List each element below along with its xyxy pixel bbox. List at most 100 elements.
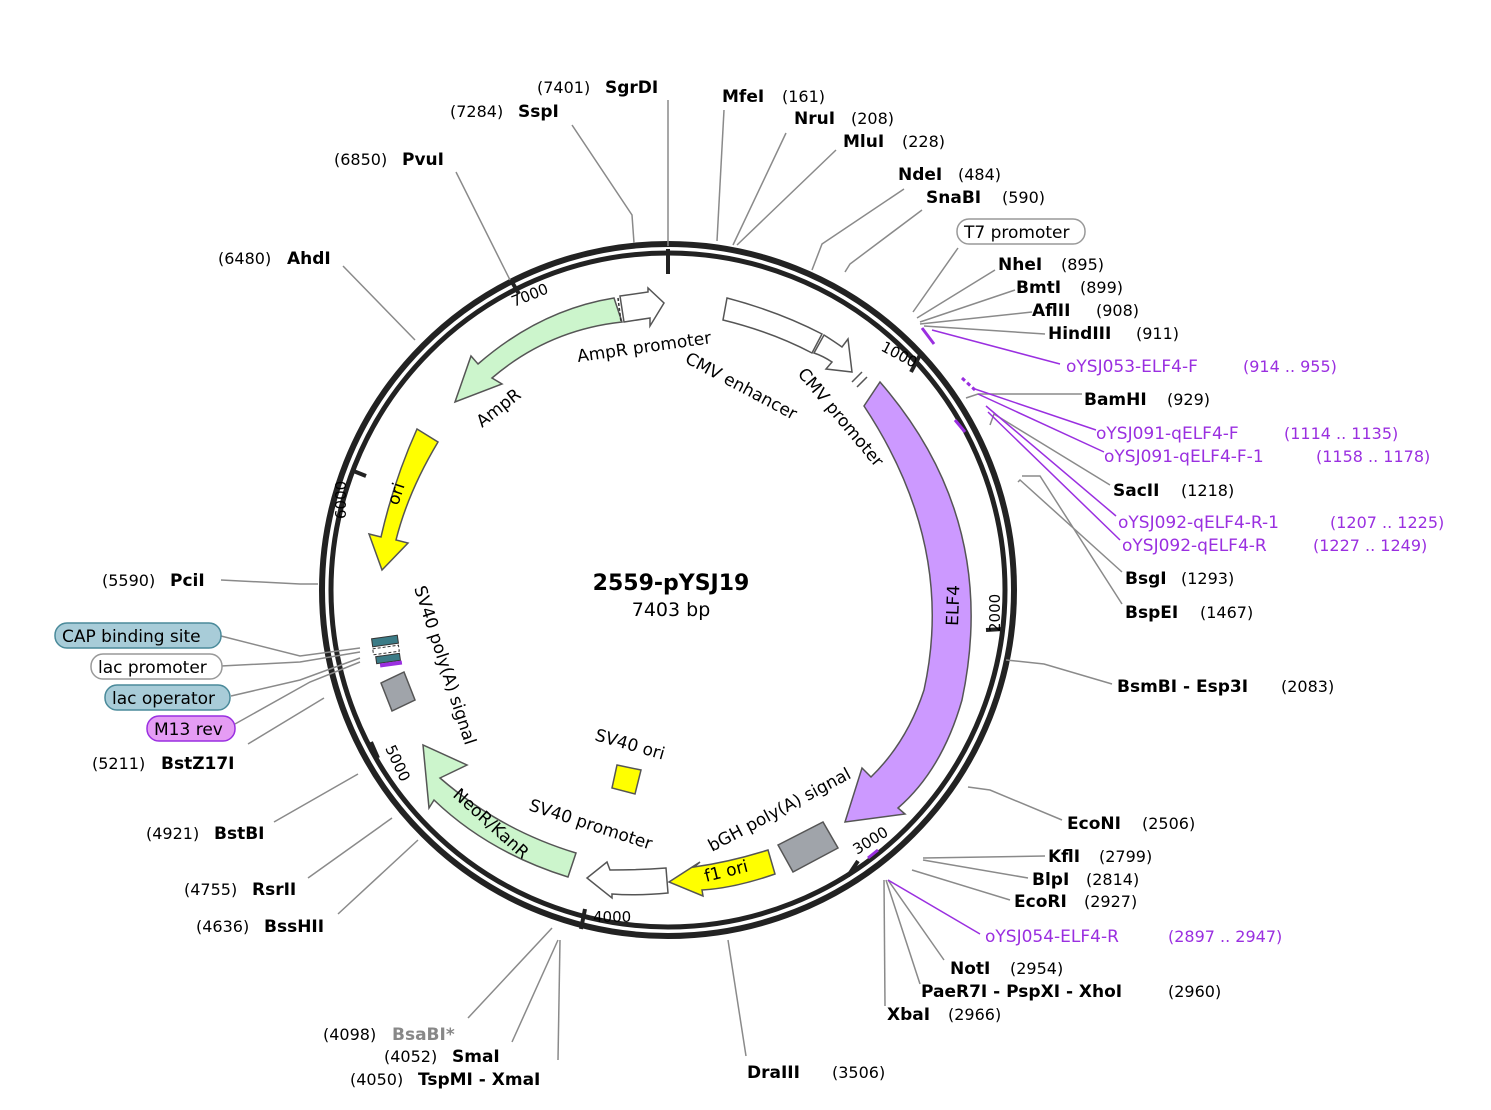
site-pos-ndei: (484) bbox=[958, 165, 1001, 184]
site-pos-bsgi: (1293) bbox=[1181, 569, 1234, 588]
label-cmv-enhancer: CMV enhancer bbox=[682, 349, 801, 425]
tick-marks bbox=[350, 249, 1004, 930]
site-name-xhoi: PaeR7I - PspXI - XhoI bbox=[921, 982, 1122, 1002]
site-name-mfei: MfeI bbox=[722, 87, 764, 107]
site-name-ndei: NdeI bbox=[898, 165, 942, 185]
site-pos-nrui: (208) bbox=[851, 109, 894, 128]
site-pos-bsshii: (4636) bbox=[196, 917, 249, 936]
f1-ori-arrow bbox=[667, 849, 776, 898]
tick-label-3000: 3000 bbox=[850, 823, 892, 859]
ori-arrow bbox=[367, 427, 440, 572]
site-name-bspei: BspEI bbox=[1125, 603, 1178, 623]
site-name-mlui: MluI bbox=[843, 132, 884, 152]
site-pos-pcii: (5590) bbox=[102, 571, 155, 590]
site-name-bamhi: BamHI bbox=[1084, 390, 1147, 410]
lac-promoter-box bbox=[90, 653, 223, 680]
primer-range-053: (914 .. 955) bbox=[1243, 357, 1337, 376]
primer-range-092: (1227 .. 1249) bbox=[1313, 536, 1427, 555]
site-name-econi: EcoNI bbox=[1067, 814, 1121, 834]
label-elf4: ELF4 bbox=[943, 585, 964, 626]
site-name-bsabi: BsaBI* bbox=[392, 1025, 455, 1045]
primer-name-092: oYSJ092-qELF4-R bbox=[1122, 536, 1267, 556]
lac-operator-mark bbox=[375, 652, 402, 665]
site-pos-rsrii: (4755) bbox=[184, 880, 237, 899]
site-name-rsrii: RsrII bbox=[252, 880, 296, 900]
primer-name-054: oYSJ054-ELF4-R bbox=[985, 927, 1119, 947]
site-name-blpi: BlpI bbox=[1032, 870, 1069, 890]
site-pos-econi: (2506) bbox=[1142, 814, 1195, 833]
site-name-aflii: AflII bbox=[1032, 301, 1070, 321]
tick-label-4000: 4000 bbox=[593, 908, 631, 926]
sv40-promoter-arrow bbox=[585, 860, 669, 900]
site-pos-xhoi: (2960) bbox=[1168, 982, 1221, 1001]
site-pos-bmti: (899) bbox=[1080, 278, 1123, 297]
elf4-arrow bbox=[843, 380, 972, 823]
plasmid-length: 7403 bp bbox=[632, 599, 711, 621]
primer-mark-053 bbox=[920, 327, 936, 345]
site-name-sacii: SacII bbox=[1113, 481, 1159, 501]
cmv-tail-mark bbox=[851, 371, 868, 388]
site-name-snabi: SnaBI bbox=[926, 188, 981, 208]
m13-rev-box bbox=[146, 715, 236, 742]
sv40-polya-box bbox=[380, 670, 416, 713]
site-pos-hindiii: (911) bbox=[1136, 324, 1179, 343]
site-name-bsgi: BsgI bbox=[1125, 569, 1167, 589]
site-pos-mlui: (228) bbox=[902, 132, 945, 151]
primer-range-091: (1114 .. 1135) bbox=[1284, 424, 1398, 443]
primer-range-054: (2897 .. 2947) bbox=[1168, 927, 1282, 946]
ampr-arrow bbox=[453, 297, 624, 404]
site-name-hindiii: HindIII bbox=[1048, 324, 1111, 344]
site-name-ecori: EcoRI bbox=[1014, 892, 1067, 912]
site-pos-xbai: (2966) bbox=[948, 1005, 1001, 1024]
site-name-bstbi: BstBI bbox=[214, 824, 265, 844]
lac-operator-box bbox=[104, 684, 231, 711]
site-pos-snabi: (590) bbox=[1002, 188, 1045, 207]
lac-promoter-mark bbox=[372, 644, 400, 656]
site-name-bstz17i: BstZ17I bbox=[161, 754, 235, 774]
label-sv40-ori: SV40 ori bbox=[593, 726, 667, 765]
site-name-ahdi: AhdI bbox=[287, 249, 331, 269]
site-pos-nhei: (895) bbox=[1061, 255, 1104, 274]
bgh-polya-box bbox=[776, 821, 840, 874]
tick-label-2000: 2000 bbox=[986, 594, 1004, 632]
site-name-pvui: PvuI bbox=[402, 150, 444, 170]
site-name-bsshii: BssHII bbox=[264, 917, 324, 937]
primer-name-091: oYSJ091-qELF4-F bbox=[1096, 424, 1239, 444]
site-pos-draiii: (3506) bbox=[832, 1063, 885, 1082]
neor-arrow bbox=[422, 743, 577, 878]
site-name-noti: NotI bbox=[950, 959, 990, 979]
m13-rev-mark bbox=[379, 660, 403, 668]
site-pos-blpi: (2814) bbox=[1086, 870, 1139, 889]
site-pos-pvui: (6850) bbox=[334, 150, 387, 169]
cap-binding-label: CAP binding site bbox=[62, 627, 201, 647]
primer-mark-054 bbox=[867, 848, 879, 860]
site-pos-bsabi: (4098) bbox=[323, 1025, 376, 1044]
ampr-promoter-arrow bbox=[619, 286, 665, 329]
site-name-draiii: DraIII bbox=[747, 1063, 800, 1083]
tick-label-6000: 6000 bbox=[332, 481, 350, 519]
site-pos-bspei: (1467) bbox=[1200, 603, 1253, 622]
site-name-sspi: SspI bbox=[518, 102, 559, 122]
site-pos-bsmbi: (2083) bbox=[1281, 677, 1334, 696]
site-pos-sacii: (1218) bbox=[1181, 481, 1234, 500]
site-name-nrui: NruI bbox=[794, 109, 835, 129]
t7-promoter-label: T7 promoter bbox=[963, 223, 1070, 243]
t7-promoter-box bbox=[956, 218, 1086, 245]
cmv-enhancer-arrow bbox=[722, 297, 824, 355]
primer-labels: oYSJ053-ELF4-F (914 .. 955) oYSJ091-qELF… bbox=[985, 357, 1444, 947]
sv40-ori-box bbox=[611, 764, 642, 795]
primer-leader-lines bbox=[887, 329, 1121, 935]
site-pos-bstbi: (4921) bbox=[146, 824, 199, 843]
primer-range-092-1: (1207 .. 1225) bbox=[1330, 513, 1444, 532]
site-pos-xmai: (4050) bbox=[350, 1070, 403, 1089]
site-pos-smai: (4052) bbox=[384, 1047, 437, 1066]
primer-mark-092 bbox=[953, 419, 967, 433]
site-pos-sspi: (7284) bbox=[450, 102, 503, 121]
label-sv40-polya: SV40 poly(A) signal bbox=[409, 583, 479, 747]
site-pos-kfli: (2799) bbox=[1099, 847, 1152, 866]
site-pos-sgrdi: (7401) bbox=[537, 78, 590, 97]
site-name-pcii: PciI bbox=[170, 571, 205, 591]
primer-range-091-1: (1158 .. 1178) bbox=[1316, 447, 1430, 466]
site-pos-ecori: (2927) bbox=[1084, 892, 1137, 911]
